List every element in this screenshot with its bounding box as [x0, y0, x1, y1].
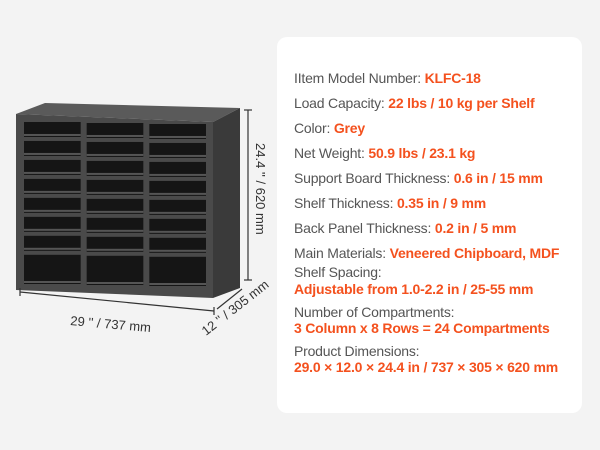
compartment: [149, 256, 206, 286]
shelf: [24, 133, 81, 136]
spec-line: Net Weight: 50.9 lbs / 23.1 kg: [294, 145, 475, 161]
compartment: [149, 237, 206, 253]
spec-value: 0.2 in / 5 mm: [434, 220, 517, 236]
spec-line: Product Dimensions:: [294, 343, 420, 359]
compartment: [86, 179, 144, 195]
cabinet-side: [213, 108, 240, 298]
spec-value: 0.35 in / 9 mm: [396, 195, 486, 211]
spec-line: Shelf Thickness: 0.35 in / 9 mm: [294, 195, 486, 211]
compartment: [24, 122, 81, 137]
shelf: [86, 248, 144, 251]
compartment: [149, 124, 206, 139]
spec-value-line: Adjustable from 1.0-2.2 in / 25-55 mm: [294, 281, 533, 297]
shelf: [149, 230, 206, 233]
shelf: [149, 283, 206, 285]
height-dimension: [244, 109, 252, 281]
spec-label: Load Capacity:: [294, 95, 389, 111]
cabinet-top: [16, 103, 240, 122]
shelf: [86, 210, 144, 213]
shelf: [86, 282, 144, 284]
spec-value: 29.0 × 12.0 × 24.4 in / 737 × 305 × 620 …: [294, 359, 559, 375]
compartment: [86, 255, 144, 285]
spec-line: Load Capacity: 22 lbs / 10 kg per Shelf: [294, 95, 535, 111]
spec-value: Adjustable from 1.0-2.2 in / 25-55 mm: [294, 281, 534, 297]
shelf: [86, 229, 144, 232]
shelf: [149, 249, 206, 252]
spec-value: 50.9 lbs / 23.1 kg: [368, 145, 476, 161]
compartment: [149, 199, 206, 215]
spec-value-line: 29.0 × 12.0 × 24.4 in / 737 × 305 × 620 …: [294, 359, 558, 375]
compartment: [24, 197, 81, 213]
compartment: [24, 159, 81, 175]
spec-line: Main Materials: Veneered Chipboard, MDF: [294, 245, 559, 261]
spec-value: 22 lbs / 10 kg per Shelf: [388, 95, 535, 111]
shelf: [149, 211, 206, 214]
compartment: [86, 160, 144, 176]
spec-line: Number of Compartments:: [294, 304, 455, 320]
shelf: [86, 172, 144, 175]
depth-dimension: [216, 288, 243, 310]
spec-value: 3 Column x 8 Rows = 24 Compartments: [294, 320, 550, 336]
compartment: [24, 254, 81, 284]
spec-label: Shelf Thickness:: [294, 195, 397, 211]
spec-line: Shelf Spacing:: [294, 264, 382, 280]
width-dimension: [19, 288, 215, 315]
compartment: [86, 123, 144, 138]
spec-label: Shelf Spacing:: [294, 264, 382, 280]
shelf: [24, 190, 81, 193]
compartment: [86, 198, 144, 214]
shelf: [24, 209, 81, 212]
shelf: [149, 135, 206, 138]
spec-label: Net Weight:: [294, 145, 369, 161]
compartment: [24, 178, 81, 194]
spec-line: IItem Model Number: KLFC-18: [294, 70, 481, 86]
shelf: [86, 191, 144, 194]
spec-value: KLFC-18: [424, 70, 481, 86]
compartment: [86, 217, 144, 233]
spec-label: Support Board Thickness:: [294, 170, 454, 186]
product-illustration: 29 '' / 737 mm 24.4 '' / 620 mm 12 '' / …: [16, 103, 272, 338]
spec-label: Product Dimensions:: [294, 343, 420, 359]
shelf: [24, 152, 81, 155]
width-label: 29 '' / 737 mm: [70, 313, 152, 335]
spec-line: Color: Grey: [294, 120, 365, 136]
spec-line: Back Panel Thickness: 0.2 in / 5 mm: [294, 220, 516, 236]
spec-value: Veneered Chipboard, MDF: [389, 245, 560, 261]
compartment: [149, 161, 206, 177]
compartment: [149, 142, 206, 158]
spec-label: Main Materials:: [294, 245, 390, 261]
shelf: [24, 281, 81, 283]
shelf: [86, 134, 144, 137]
shelf: [149, 192, 206, 195]
spec-label: Back Panel Thickness:: [294, 220, 435, 236]
height-label: 24.4 '' / 620 mm: [253, 143, 268, 235]
compartment: [149, 180, 206, 196]
spec-value-line: 3 Column x 8 Rows = 24 Compartments: [294, 320, 550, 336]
compartment: [24, 235, 81, 251]
compartment: [24, 140, 81, 156]
spec-label: Color:: [294, 120, 334, 136]
spec-label: IItem Model Number:: [294, 70, 425, 86]
shelf: [86, 153, 144, 156]
shelf: [24, 228, 81, 231]
spec-label: Number of Compartments:: [294, 304, 455, 320]
spec-value: Grey: [333, 120, 365, 136]
compartment: [86, 236, 144, 252]
shelf: [149, 173, 206, 176]
compartment: [86, 141, 144, 157]
shelf: [149, 154, 206, 157]
compartment: [149, 218, 206, 234]
shelf: [24, 171, 81, 174]
shelf: [24, 247, 81, 250]
cabinet-image: [16, 103, 240, 298]
spec-line: Support Board Thickness: 0.6 in / 15 mm: [294, 170, 543, 186]
spec-value: 0.6 in / 15 mm: [453, 170, 543, 186]
compartment: [24, 216, 81, 232]
